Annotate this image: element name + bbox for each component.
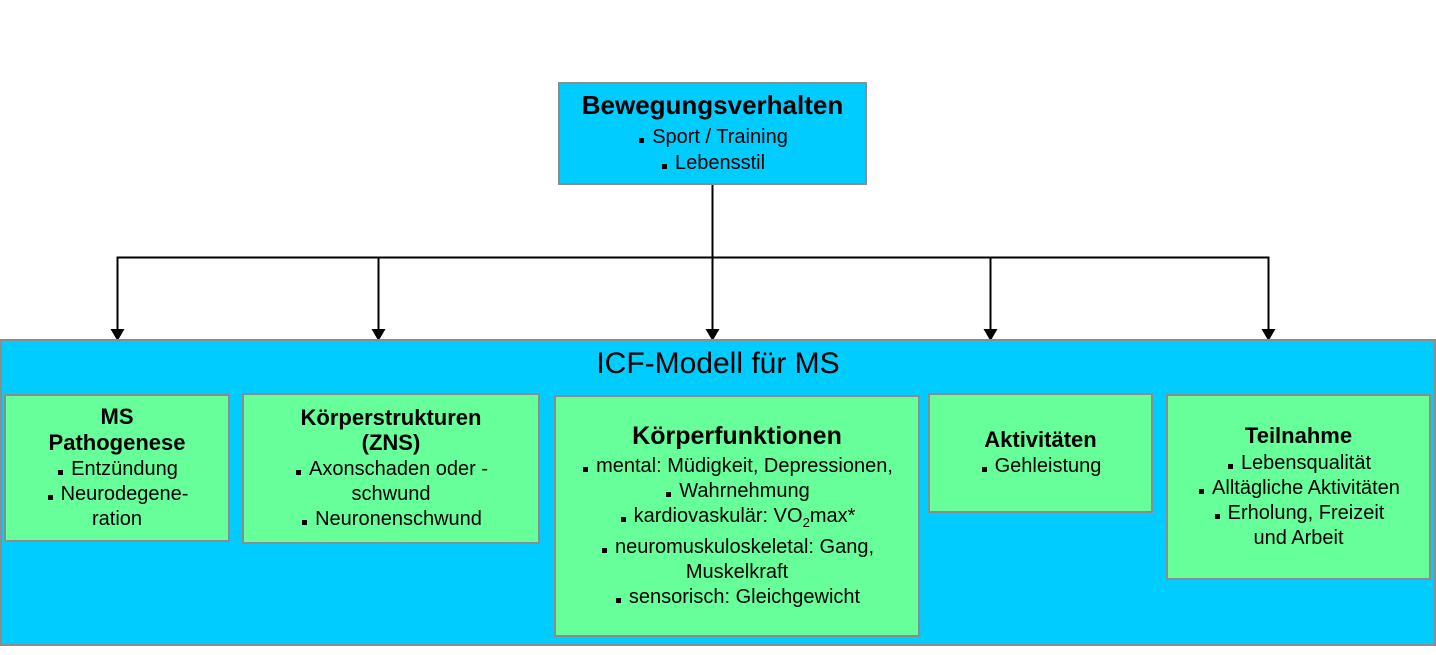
bewegungsverhalten-title: Bewegungsverhalten <box>581 90 844 121</box>
koerperfunktionen-title: Körperfunktionen <box>632 421 842 450</box>
list-item: Neuronenschwund <box>300 507 482 532</box>
list-item-label: Neuronenschwund <box>315 508 482 531</box>
list-item-continuation: und Arbeit <box>1253 526 1343 551</box>
teilnahme-title: Teilnahme <box>1244 423 1353 449</box>
bullet-icon <box>1214 513 1220 519</box>
list-item-label: mental: Müdigkeit, Depressionen, <box>596 455 893 478</box>
vo2-subscript: 2 <box>802 515 810 531</box>
list-item: Lebensstil <box>660 150 765 176</box>
list-item-label: neuromuskuloskeletal: Gang, <box>614 536 875 559</box>
list-item-label: ration <box>91 507 143 530</box>
list-item: Axonschaden oder - <box>294 457 488 482</box>
bullet-icon <box>639 137 645 143</box>
list-item: Alltägliche Aktivitäten <box>1197 476 1400 501</box>
list-item-label: Gehleistung <box>994 455 1102 478</box>
list-item: Entzündung <box>56 457 178 482</box>
list-item: Wahrnehmung <box>664 479 810 504</box>
bullet-icon <box>601 548 607 554</box>
list-item-label: Lebensqualität <box>1240 451 1372 474</box>
bullet-icon <box>1227 463 1233 469</box>
bullet-icon <box>661 163 667 169</box>
list-item-label: Sport / Training <box>652 125 788 148</box>
koerperstrukturen-title: Körperstrukturen (ZNS) <box>300 404 482 455</box>
ms-pathogenese-box: MS Pathogenese Entzündung Neurodegene- r… <box>4 394 230 542</box>
list-item-label: Entzündung <box>71 457 178 480</box>
list-item-label: Wahrnehmung <box>679 480 810 503</box>
list-item-continuation: ration <box>92 507 142 532</box>
list-item-label: Lebensstil <box>674 151 766 174</box>
list-item-label: sensorisch: Gleichgewicht <box>628 586 861 609</box>
icf-model-title: ICF-Modell für MS <box>596 347 840 380</box>
list-item-continuation: schwund <box>352 482 431 507</box>
koerperfunktionen-box: Körperfunktionen mental: Müdigkeit, Depr… <box>554 395 920 637</box>
list-item-label: Neurodegene- <box>60 482 189 505</box>
list-item: neuromuskuloskeletal: Gang, <box>600 535 874 560</box>
bullet-icon <box>295 470 301 476</box>
list-item: mental: Müdigkeit, Depressionen, <box>581 454 893 479</box>
aktivitaeten-box: Aktivitäten Gehleistung <box>928 393 1153 513</box>
bullet-icon <box>615 598 621 604</box>
bullet-icon <box>981 467 987 473</box>
bullet-icon <box>620 517 626 523</box>
aktivitaeten-title: Aktivitäten <box>984 426 1097 452</box>
list-item-label: Axonschaden oder - <box>308 458 488 481</box>
bullet-icon <box>1199 488 1205 494</box>
list-item-label: und Arbeit <box>1253 526 1344 549</box>
list-item: Neurodegene- <box>46 482 189 507</box>
list-item-label: schwund <box>351 483 431 506</box>
list-item: Sport / Training <box>637 124 788 150</box>
list-item-continuation: Muskelkraft <box>686 560 788 585</box>
bullet-icon <box>666 492 672 498</box>
list-item: Erholung, Freizeit <box>1213 501 1385 526</box>
list-item-label: Muskelkraft <box>685 561 789 584</box>
bullet-icon <box>58 469 64 475</box>
list-item: Gehleistung <box>980 454 1102 479</box>
list-item-label: kardiovaskulär: VO2max* <box>633 505 856 531</box>
bullet-icon <box>583 467 589 473</box>
list-item-label: Alltägliche Aktivitäten <box>1212 476 1400 499</box>
ms-pathogenese-title: MS Pathogenese <box>48 404 186 455</box>
bullet-icon <box>47 494 53 500</box>
list-item: kardiovaskulär: VO2max* <box>619 504 856 535</box>
list-item-label: Erholung, Freizeit <box>1227 501 1385 524</box>
bullet-icon <box>302 520 308 526</box>
koerperstrukturen-box: Körperstrukturen (ZNS) Axonschaden oder … <box>242 393 540 544</box>
list-item: sensorisch: Gleichgewicht <box>614 585 860 610</box>
list-item: Lebensqualität <box>1226 451 1371 476</box>
teilnahme-box: Teilnahme Lebensqualität Alltägliche Akt… <box>1166 394 1431 580</box>
bewegungsverhalten-box: Bewegungsverhalten Sport / Training Lebe… <box>558 82 867 185</box>
